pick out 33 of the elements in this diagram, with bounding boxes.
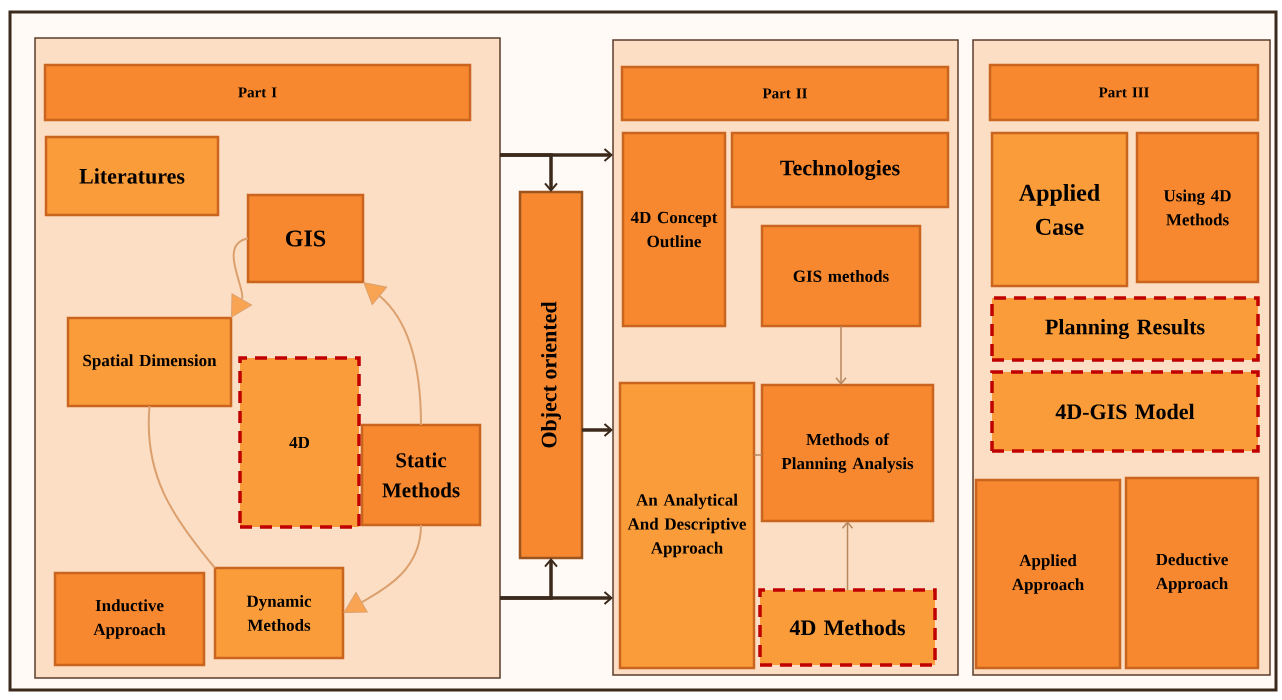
process-box: Object oriented (518, 190, 584, 560)
process-box: An Analytical And Descriptive Approach (618, 381, 756, 670)
process-box: Using 4D Methods (1135, 131, 1260, 284)
process-box: Literatures (44, 135, 220, 217)
arrow (231, 237, 252, 318)
process-box: Applied Case (990, 131, 1129, 288)
header-bar: Part III (988, 63, 1260, 122)
connector-line (147, 405, 216, 569)
header-bar: Part I (43, 63, 472, 122)
arrow (500, 153, 558, 192)
highlight-box: 4D-GIS Model (990, 370, 1260, 453)
process-box: Dynamic Methods (213, 566, 345, 660)
process-box: 4D Concept Outline (621, 131, 727, 328)
connector-line (753, 454, 763, 456)
process-box: Static Methods (360, 423, 482, 527)
process-box: Methods of Planning Analysis (760, 383, 935, 523)
process-box: Technologies (730, 131, 950, 209)
arrow (363, 282, 422, 426)
process-box: Deductive Approach (1124, 476, 1260, 670)
highlight-box: Planning Results (990, 296, 1260, 362)
process-box: Applied Approach (974, 478, 1122, 670)
process-box: GIS methods (760, 224, 922, 328)
process-box: Inductive Approach (53, 571, 206, 667)
process-box: GIS (246, 193, 365, 284)
arrow (582, 423, 613, 437)
highlight-box: 4D (238, 356, 361, 529)
arrow (343, 524, 422, 613)
arrow (835, 325, 847, 385)
arrow (500, 558, 558, 600)
header-bar: Part II (620, 65, 950, 122)
arrow (841, 521, 854, 591)
highlight-box: 4D Methods (758, 588, 937, 667)
process-box: Spatial Dimension (66, 316, 233, 408)
